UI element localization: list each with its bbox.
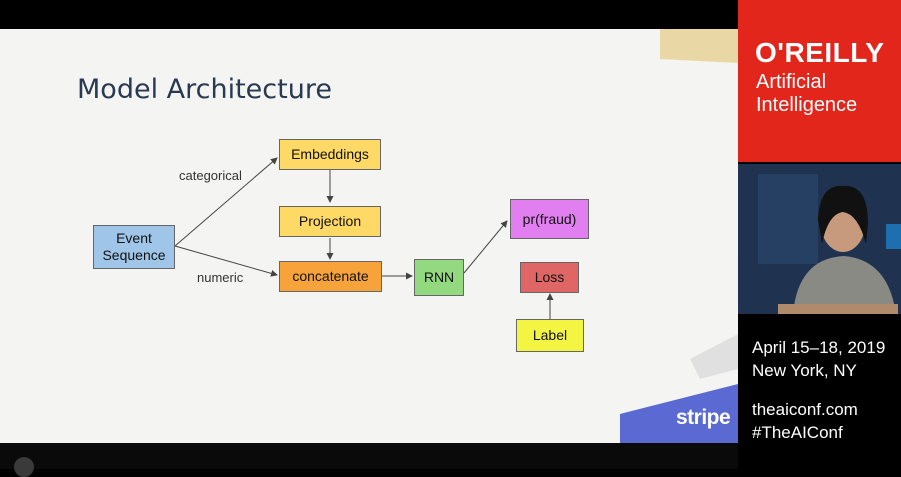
slide-decoration <box>620 29 738 443</box>
presentation-slide: Model Architecture categorical numeric E… <box>0 29 738 443</box>
node-projection: Projection <box>279 206 381 237</box>
event-location: New York, NY <box>752 361 857 380</box>
video-controls-bar <box>0 443 738 477</box>
speaker-video <box>738 164 901 314</box>
event-website: theaiconf.com <box>752 400 858 419</box>
play-button[interactable] <box>14 457 34 477</box>
arrow-rnn-to-prfraud <box>463 220 508 274</box>
oreilly-logo: O'REILLY <box>755 37 885 68</box>
conference-sidebar: O'REILLY Artificial Intelligence April 1… <box>738 0 901 469</box>
speaker-image <box>738 164 901 314</box>
node-concatenate: concatenate <box>279 261 382 292</box>
node-rnn: RNN <box>414 259 464 296</box>
edge-label-numeric: numeric <box>197 270 244 285</box>
node-event-sequence: Event Sequence <box>93 225 175 269</box>
event-hashtag: #TheAIConf <box>752 423 843 442</box>
node-loss: Loss <box>520 262 579 293</box>
arrow-event-to-concatenate <box>174 245 278 277</box>
brand-panel: O'REILLY Artificial Intelligence <box>738 0 901 162</box>
event-date: April 15–18, 2019 <box>752 338 886 357</box>
stripe-logo: stripe <box>676 406 731 429</box>
brand-subtitle: Artificial Intelligence <box>756 71 858 116</box>
node-embeddings: Embeddings <box>279 139 381 170</box>
diagram-arrows <box>174 157 554 319</box>
edge-label-categorical: categorical <box>179 168 242 183</box>
node-pr-fraud: pr(fraud) <box>510 199 589 239</box>
node-label: Label <box>516 319 584 352</box>
arrow-event-to-embeddings <box>174 157 278 247</box>
slide-title: Model Architecture <box>77 74 332 105</box>
